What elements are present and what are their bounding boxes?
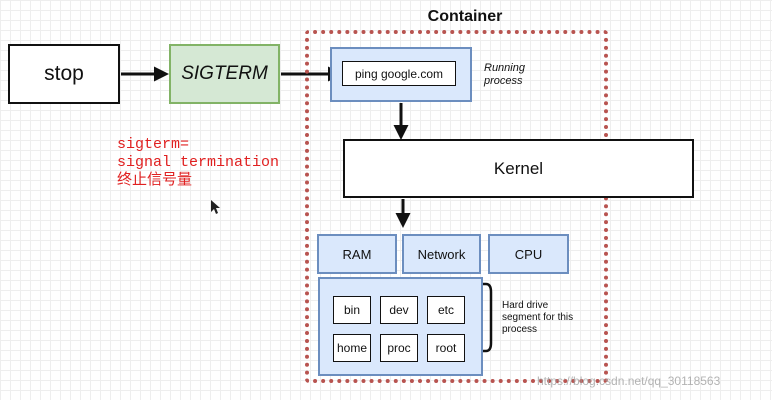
folder-label: home — [336, 341, 368, 355]
running-line: Running — [484, 62, 525, 74]
watermark: https://blog.csdn.net/qq_30118563 — [537, 374, 721, 388]
container-frame — [305, 30, 608, 383]
network-node: Network — [402, 234, 481, 274]
stop-node: stop — [8, 44, 120, 104]
hard-drive-label: Hard drive segment for this process — [502, 300, 573, 336]
folder-etc: etc — [427, 296, 465, 324]
folder-label: etc — [437, 303, 454, 317]
folder-root: root — [427, 334, 465, 362]
folder-dev: dev — [380, 296, 418, 324]
folder-label: dev — [389, 303, 409, 317]
container-title: Container — [427, 8, 503, 25]
folder-label: root — [435, 341, 457, 355]
running-process-label: Running process — [484, 62, 525, 88]
ping-command-node: ping google.com — [342, 61, 456, 86]
kernel-node: Kernel — [343, 139, 694, 198]
folder-proc: proc — [380, 334, 418, 362]
mouse-cursor-icon — [211, 200, 220, 214]
stop-label: stop — [44, 62, 84, 85]
sigterm-label: SIGTERM — [181, 63, 268, 84]
kernel-label: Kernel — [493, 158, 544, 178]
folder-label: proc — [387, 341, 411, 355]
hard-drive-line-2: segment for this — [502, 312, 574, 323]
folder-bin: bin — [333, 296, 371, 324]
cpu-label: CPU — [514, 246, 543, 262]
annotation-line-2: signal termination — [117, 154, 280, 171]
hard-drive-line-1: Hard drive — [502, 300, 549, 311]
network-label: Network — [417, 246, 466, 262]
sigterm-node: SIGTERM — [169, 44, 280, 104]
ram-label: RAM — [342, 246, 372, 262]
hard-drive-line-3: process — [502, 324, 538, 335]
ram-node: RAM — [317, 234, 397, 274]
folder-home: home — [333, 334, 371, 362]
cpu-node: CPU — [488, 234, 569, 274]
process-line: process — [484, 75, 523, 87]
folder-label: bin — [343, 303, 360, 317]
ping-label: ping google.com — [354, 66, 444, 81]
drive-brace — [481, 282, 493, 353]
annotation-line-1: sigterm= — [117, 136, 190, 153]
annotation-line-3: 终止信号量 — [117, 172, 193, 189]
